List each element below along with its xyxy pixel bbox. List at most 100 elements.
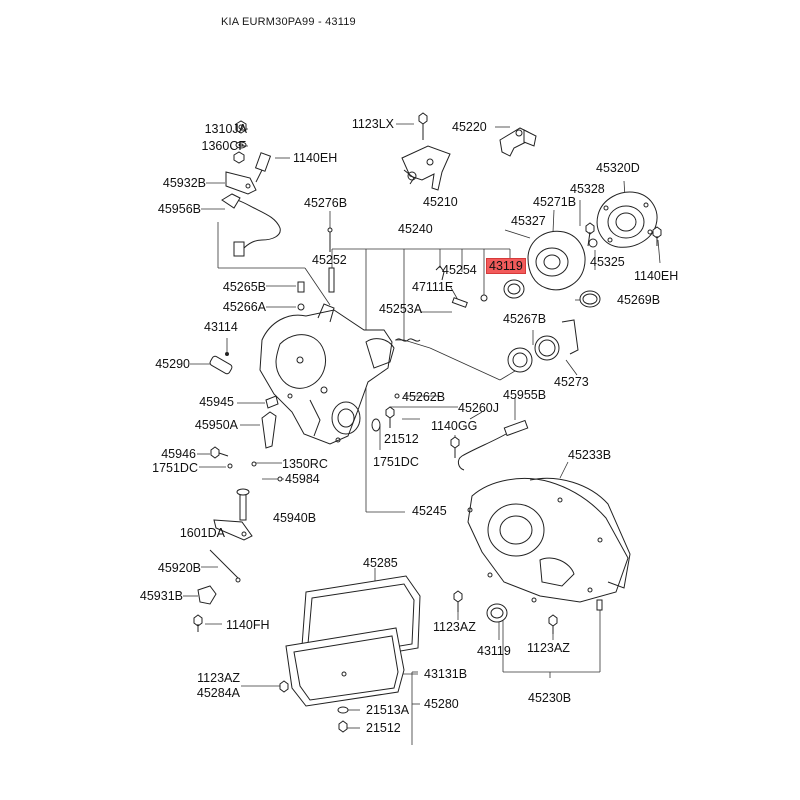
washer-1360cf [235, 141, 247, 149]
oil-seal-43119-bottom [486, 603, 508, 623]
label-1123lx[interactable]: 1123LX [351, 117, 394, 131]
clip-45984 [277, 476, 283, 482]
label-1140eh-top[interactable]: 1140EH [293, 151, 338, 165]
pump-cover-45320d [596, 191, 658, 248]
leader-lines [183, 123, 661, 745]
label-45253a[interactable]: 45253A [379, 302, 423, 316]
pin-1350rc [251, 461, 257, 467]
bolt-45262b [394, 393, 400, 399]
label-45931b[interactable]: 45931B [139, 589, 183, 603]
label-45320d[interactable]: 45320D [596, 161, 640, 175]
nut-1310ja [235, 120, 247, 134]
label-45945[interactable]: 45945 [199, 395, 234, 409]
label-45956b[interactable]: 45956B [157, 202, 201, 216]
label-45260j[interactable]: 45260J [458, 401, 500, 415]
pump-body-45271b [527, 230, 586, 291]
converter-housing-45233b [467, 477, 631, 603]
label-21513a[interactable]: 21513A [366, 703, 410, 717]
lever-45950a [261, 411, 277, 449]
diagram-title: KIA EURM30PA99 - 43119 [221, 16, 356, 28]
plug-1140eh-small [480, 294, 488, 302]
label-45240[interactable]: 45240 [398, 222, 433, 236]
sleeve-45290 [209, 355, 233, 375]
label-1140fh[interactable]: 1140FH [226, 618, 270, 632]
label-45955b[interactable]: 45955B [503, 388, 547, 402]
bolt-1123az-right [548, 614, 558, 634]
pin-43114 [225, 352, 229, 356]
label-47111e[interactable]: 47111E [412, 280, 454, 294]
bolt-1123az-left [453, 590, 463, 612]
label-45271b[interactable]: 45271B [533, 195, 577, 209]
oil-seal-43119-top [503, 279, 525, 299]
bolt-45328 [585, 222, 595, 247]
label-45284a[interactable]: 45284A [196, 686, 240, 700]
label-45245[interactable]: 45245 [412, 504, 447, 518]
bolt-21512-small [385, 406, 395, 428]
label-45265b[interactable]: 45265B [222, 280, 266, 294]
bolt-1140fh [193, 614, 203, 632]
label-43119-bottom[interactable]: 43119 [477, 644, 511, 658]
label-1360cf[interactable]: 1360CF [201, 139, 246, 153]
label-1123az-left[interactable]: 1123AZ [433, 620, 476, 634]
bracket-45220 [499, 127, 537, 157]
label-45932b[interactable]: 45932B [162, 176, 206, 190]
drain-plug-21512 [338, 720, 348, 733]
label-45267b[interactable]: 45267B [503, 312, 547, 326]
washer-21513a [337, 706, 349, 714]
label-45252[interactable]: 45252 [312, 253, 347, 267]
seal-kit-45267b [507, 335, 560, 373]
label-1350rc[interactable]: 1350RC [282, 457, 328, 471]
label-21512-mid[interactable]: 21512 [384, 432, 419, 446]
nut-small [233, 151, 245, 164]
label-1140gg[interactable]: 1140GG [431, 419, 478, 433]
oil-pan-45280 [285, 627, 405, 707]
bracket-45931b [197, 585, 217, 605]
bolt-45946 [210, 446, 229, 459]
label-43131b[interactable]: 43131B [424, 667, 468, 681]
washer-45266a [297, 303, 305, 311]
label-1140eh-right[interactable]: 1140EH [634, 269, 679, 283]
label-45325[interactable]: 45325 [590, 255, 625, 269]
label-45328[interactable]: 45328 [570, 182, 605, 196]
label-45984[interactable]: 45984 [285, 472, 320, 486]
clip-45254 [435, 265, 445, 281]
label-45950a[interactable]: 45950A [194, 418, 238, 432]
label-1751dc-left[interactable]: 1751DC [152, 461, 198, 475]
pin-45252 [328, 267, 335, 293]
label-45230b[interactable]: 45230B [528, 691, 572, 705]
label-43114[interactable]: 43114 [204, 320, 238, 334]
pin-1751dc [227, 463, 233, 469]
label-45254[interactable]: 45254 [442, 263, 477, 277]
label-45220[interactable]: 45220 [452, 120, 487, 134]
label-1601da[interactable]: 1601DA [179, 526, 225, 540]
label-45946[interactable]: 45946 [161, 447, 196, 461]
bolt-1140eh-right [652, 226, 662, 246]
label-45285[interactable]: 45285 [363, 556, 398, 570]
bolt-1140gg [450, 436, 460, 458]
magnet-43131b [341, 671, 347, 677]
label-45290[interactable]: 45290 [155, 357, 190, 371]
washer-45325 [588, 238, 598, 248]
label-45262b[interactable]: 45262B [402, 390, 446, 404]
label-45210[interactable]: 45210 [423, 195, 458, 209]
label-45280[interactable]: 45280 [424, 697, 459, 711]
label-45233b[interactable]: 45233B [568, 448, 612, 462]
label-45940b[interactable]: 45940B [273, 511, 317, 525]
label-1310ja[interactable]: 1310JA [204, 122, 247, 136]
bolt-45284a [279, 680, 289, 693]
label-45276b[interactable]: 45276B [304, 196, 348, 210]
bolt-1123lx [418, 112, 428, 140]
label-1751dc-mid[interactable]: 1751DC [373, 455, 419, 469]
label-45266a[interactable]: 45266A [222, 300, 266, 314]
label-21512-bottom[interactable]: 21512 [366, 721, 401, 735]
label-43119-highlighted[interactable]: 43119 [486, 258, 526, 274]
label-45273[interactable]: 45273 [554, 375, 589, 389]
harness-45956b [221, 193, 281, 257]
lever-45945 [265, 395, 279, 409]
label-45269b[interactable]: 45269B [617, 293, 661, 307]
label-1123az-right[interactable]: 1123AZ [527, 641, 570, 655]
label-1123az-pan[interactable]: 1123AZ [197, 671, 240, 685]
label-45327[interactable]: 45327 [511, 214, 546, 228]
label-45920b[interactable]: 45920B [157, 561, 201, 575]
